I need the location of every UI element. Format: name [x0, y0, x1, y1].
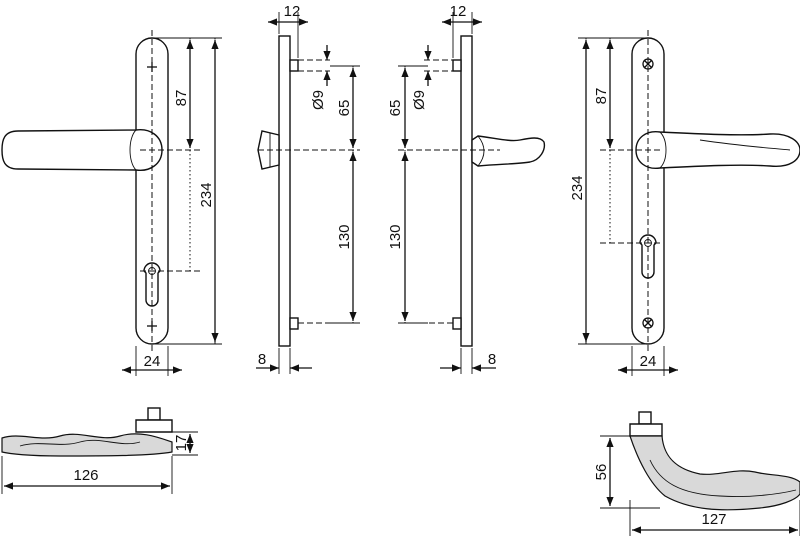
side-plate-left	[278, 35, 291, 347]
dim-total-length-right: 234	[569, 175, 586, 200]
lever-front-right	[635, 131, 800, 169]
dim-lower-left: 130	[336, 224, 353, 249]
lever-front-left	[1, 129, 163, 171]
dim-lever-length-left: 126	[73, 467, 98, 484]
side-view-right: 12 Ø9 65 130 8	[387, 3, 546, 374]
front-view-right: 234 87 24	[569, 30, 800, 376]
front-view-left: 87 234 24	[1, 30, 222, 376]
dim-bore-left: Ø9	[310, 90, 327, 110]
dim-upper-right: 65	[387, 100, 404, 117]
side-plate-right	[460, 35, 473, 347]
dim-lever-length-right: 127	[701, 511, 726, 528]
dim-upper-left: 65	[336, 100, 353, 117]
lever-top-view-right: 56 127	[593, 411, 800, 536]
lever-profile-left	[1, 433, 173, 457]
dim-upper-spacing-left: 87	[173, 90, 190, 107]
lever-profile-right	[629, 435, 800, 511]
dim-width-left: 24	[144, 353, 161, 370]
dim-lower-right: 130	[387, 224, 404, 249]
dim-thickness-right: 8	[488, 351, 496, 368]
dim-thickness-left: 8	[258, 351, 266, 368]
lever-top-view-left: 17 126	[1, 407, 198, 494]
dim-bore-right: Ø9	[411, 90, 428, 110]
dim-lever-height-right: 56	[593, 464, 610, 481]
lever-side-right	[471, 135, 546, 167]
side-view-left: 12 Ø9 65 130 8	[256, 3, 360, 374]
backplate-right	[631, 37, 665, 345]
dim-width-right: 24	[640, 353, 657, 370]
dim-lever-height-left: 17	[173, 435, 190, 452]
dim-total-length-left: 234	[198, 182, 215, 207]
dim-top-left: 12	[284, 3, 301, 20]
dim-upper-spacing-right: 87	[593, 88, 610, 105]
dim-top-right: 12	[450, 3, 467, 20]
